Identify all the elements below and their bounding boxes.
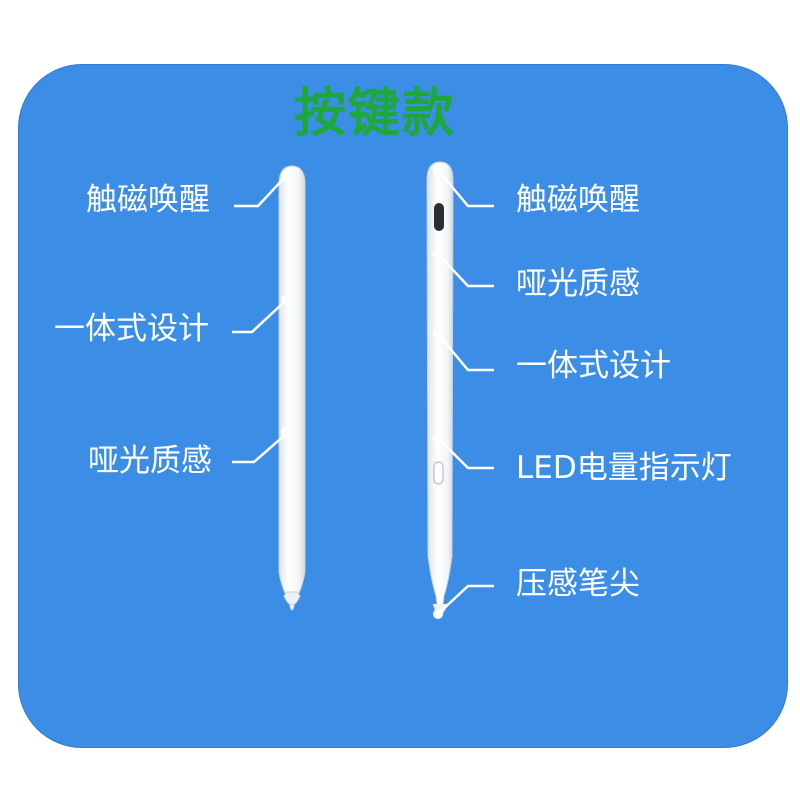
leader-l1 <box>234 177 285 208</box>
left-stylus <box>278 165 306 611</box>
left-callout-matte-finish: 哑光质感 <box>88 443 212 479</box>
right-callout-magnetic-wake: 触磁唤醒 <box>516 182 640 218</box>
right-callout-unibody-design: 一体式设计 <box>516 348 671 384</box>
left-callout-magnetic-wake: 触磁唤醒 <box>86 182 210 218</box>
power-button-icon[interactable] <box>433 461 444 485</box>
right-leader-lines <box>437 169 494 615</box>
leader-l2 <box>232 303 283 334</box>
right-leader-dots <box>433 165 443 619</box>
usb-c-port-icon <box>434 203 444 231</box>
left-leader-dots <box>281 171 291 437</box>
right-callout-pressure-tip: 压感笔尖 <box>516 566 640 602</box>
page-title: 按键款 <box>294 83 457 144</box>
blue-panel <box>18 64 788 748</box>
leader-l3 <box>232 433 287 464</box>
leader-r4 <box>437 437 494 470</box>
right-callout-matte-finish: 哑光质感 <box>516 266 640 302</box>
leader-r3 <box>437 333 494 372</box>
left-callout-unibody-design: 一体式设计 <box>54 311 209 347</box>
leader-r1 <box>437 169 494 208</box>
left-leader-lines <box>232 177 287 464</box>
leader-r2 <box>437 253 494 288</box>
leader-r5 <box>437 584 494 615</box>
right-callout-led-indicator: LED电量指示灯 <box>516 450 732 486</box>
right-stylus <box>426 161 454 616</box>
